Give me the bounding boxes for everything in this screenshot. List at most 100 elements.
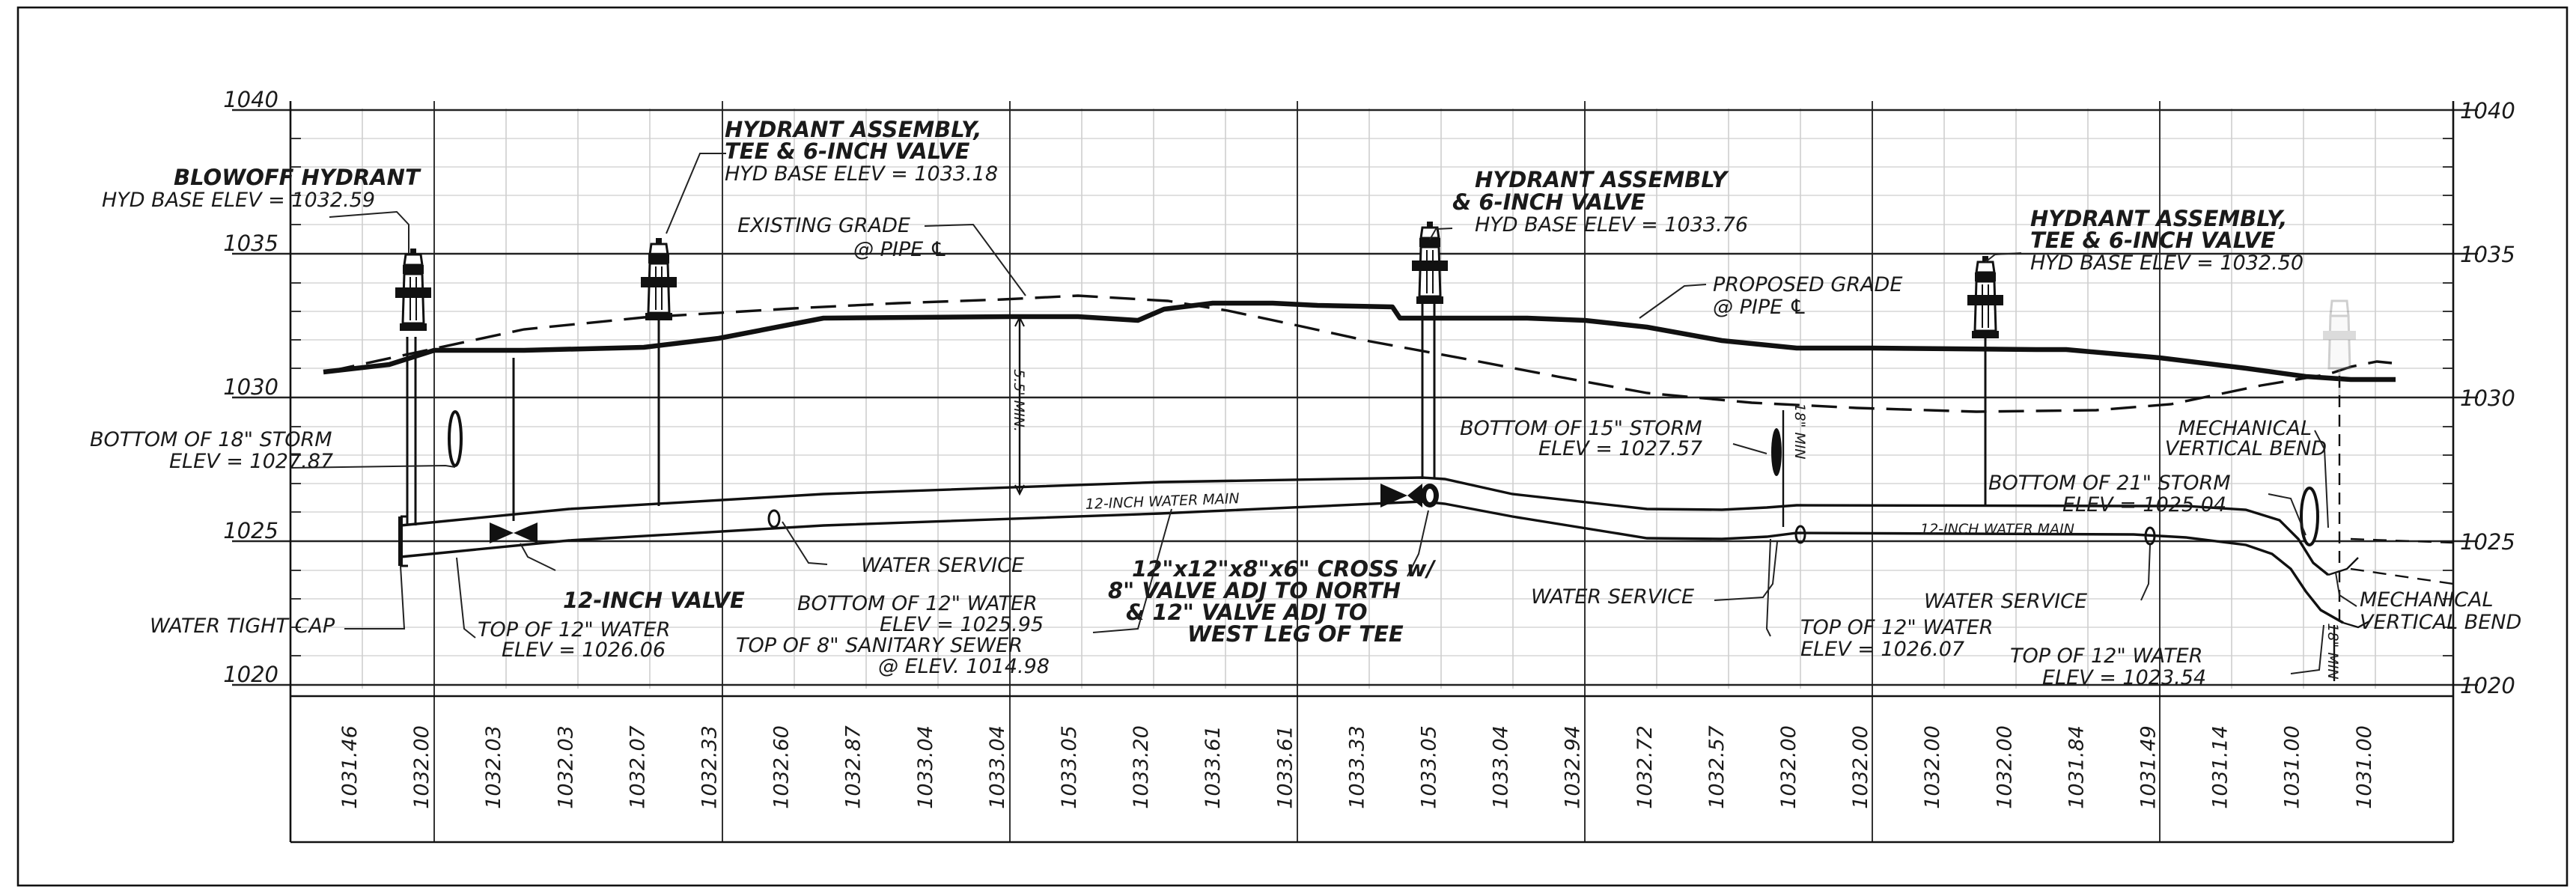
elev-label-right-1020: 1020 <box>2460 673 2515 698</box>
proposed-grade-line <box>323 300 2396 382</box>
water-main-label-1: 12-INCH WATER MAIN <box>1085 490 1240 513</box>
top-12-a-label: TOP OF 12" WATER <box>478 618 671 641</box>
elev-label-1040: 1040 <box>223 87 278 112</box>
station-grade-value: 1032.00 <box>1777 725 1800 809</box>
min-separation-dimension-2: 18" MIN <box>2324 623 2341 681</box>
station-grade-value: 1031.14 <box>2209 725 2232 809</box>
hydrant-2-title2: TEE & 6-INCH VALVE <box>725 138 970 164</box>
station-grade-value: 1032.33 <box>698 725 722 809</box>
water-service-tap-2 <box>1794 525 1806 544</box>
existing-grade-line <box>329 294 2393 413</box>
elev-label-right-1035: 1035 <box>2460 242 2515 267</box>
top-12-b-label: TOP OF 12" WATER <box>1800 616 1994 639</box>
station-grade-value: 1032.87 <box>842 725 865 809</box>
mech-bend-2-line2: VERTICAL BEND <box>2360 611 2521 634</box>
hydrant-icon-blowoff <box>395 249 431 331</box>
elev-label-right-1025: 1025 <box>2460 529 2515 555</box>
hydrant-2-elev: HYD BASE ELEV = 1033.18 <box>725 162 998 186</box>
min-separation-dimension-1: 18" MIN <box>1782 403 1808 527</box>
elev-label-1030: 1030 <box>223 374 278 400</box>
elevation-grid <box>232 101 2478 844</box>
water-tight-cap-label: WATER TIGHT CAP <box>150 615 335 638</box>
station-grade-value: 1033.20 <box>1130 725 1153 809</box>
station-grade-value: 1032.00 <box>1849 725 1872 809</box>
existing-grade-label: EXISTING GRADE <box>737 214 910 237</box>
storm-18-elev: ELEV = 1027.87 <box>169 450 333 473</box>
hydrant-icon-3 <box>1412 222 1448 304</box>
leader-lines <box>290 153 2357 674</box>
station-grade-value: 1033.61 <box>1202 725 1225 809</box>
storm-15-elev: ELEV = 1027.57 <box>1538 437 1702 460</box>
mech-bend-2-line1: MECHANICAL <box>2360 588 2494 612</box>
station-grade-value: 1031.00 <box>2353 725 2376 809</box>
vertical-grid <box>362 101 2376 842</box>
blowoff-hydrant-title: BLOWOFF HYDRANT <box>174 165 421 190</box>
valve-12-label: 12-INCH VALVE <box>563 588 745 613</box>
station-grade-value: 1033.04 <box>1490 725 1513 809</box>
water-main-pipe <box>400 476 2370 629</box>
water-service-tap-1 <box>767 509 781 528</box>
dashed-extension <box>2350 537 2454 544</box>
cross-note-line4: WEST LEG OF TEE <box>1187 621 1404 647</box>
water-service-1-label: WATER SERVICE <box>861 554 1024 577</box>
elev-label-right-1040: 1040 <box>2460 98 2515 124</box>
hydrant-4-title2: TEE & 6-INCH VALVE <box>2030 228 2276 253</box>
station-grade-value: 1032.57 <box>1705 725 1729 809</box>
storm-21-crossing <box>2300 487 2319 546</box>
min-cover-label: 5.5' MIN. <box>1011 369 1027 432</box>
top-12-a-elev: ELEV = 1026.06 <box>502 638 666 662</box>
station-grade-values: 1031.46 1032.00 1032.03 1032.03 1032.07 1032.… <box>338 725 2376 809</box>
min-cover-dimension: 5.5' MIN. <box>1011 315 1027 496</box>
min-separation-label-2: 18" MIN <box>2324 623 2341 679</box>
blowoff-hydrant-elev: HYD BASE ELEV = 1032.59 <box>102 189 375 212</box>
hydrant-2-title: HYDRANT ASSEMBLY, <box>725 117 981 142</box>
station-grade-value: 1032.03 <box>554 725 577 809</box>
station-grade-value: 1031.49 <box>2137 725 2161 809</box>
station-grade-value: 1032.00 <box>1993 725 2016 809</box>
top-12-c-label: TOP OF 12" WATER <box>2010 644 2203 668</box>
valve-icon-12-inch <box>490 522 538 543</box>
station-grade-value: 1032.60 <box>770 725 794 809</box>
station-grade-value: 1032.07 <box>626 725 649 809</box>
elev-label-1020: 1020 <box>223 662 278 687</box>
bottom-12-elev: ELEV = 1025.95 <box>880 613 1044 636</box>
annotations: BLOWOFF HYDRANT HYD BASE ELEV = 1032.59 … <box>90 117 2521 689</box>
hydrant-3-title2: & 6-INCH VALVE <box>1452 189 1645 215</box>
water-service-3-label: WATER SERVICE <box>1924 590 2087 613</box>
station-grade-value: 1032.03 <box>482 725 505 809</box>
storm-15-crossing <box>1771 428 1782 476</box>
elev-label-1025: 1025 <box>223 518 278 543</box>
station-grade-value: 1033.33 <box>1345 725 1368 809</box>
cross-note-line2: 8" VALVE ADJ TO NORTH <box>1108 578 1401 603</box>
sewer-8-label: TOP OF 8" SANITARY SEWER <box>736 634 1023 657</box>
storm-15-label: BOTTOM OF 15" STORM <box>1460 417 1702 440</box>
hydrant-icon-2 <box>641 238 677 320</box>
hydrant-4-title: HYDRANT ASSEMBLY, <box>2030 206 2287 231</box>
dashed-extension-2 <box>2350 567 2454 585</box>
station-grade-value: 1031.00 <box>2281 725 2304 809</box>
station-grade-value: 1031.46 <box>338 725 362 809</box>
hydrant-3-title: HYDRANT ASSEMBLY <box>1475 167 1729 192</box>
hydrant-3-elev: HYD BASE ELEV = 1033.76 <box>1475 213 1748 237</box>
station-grade-value: 1032.00 <box>410 725 433 809</box>
mech-bend-1-line2: VERTICAL BEND <box>2165 437 2327 460</box>
storm-18-crossing <box>448 410 463 467</box>
mech-bend-1-line1: MECHANICAL <box>2178 417 2312 440</box>
min-separation-label-1: 18" MIN <box>1791 403 1808 459</box>
station-grade-value: 1033.61 <box>1273 725 1297 809</box>
hydrant-icon-4 <box>1967 256 2003 338</box>
proposed-grade-label: PROPOSED GRADE <box>1713 273 1902 296</box>
elevation-ticks <box>290 138 2453 656</box>
water-main-label-2: 12-INCH WATER MAIN <box>1920 521 2074 537</box>
station-grade-value: 1033.04 <box>914 725 937 809</box>
elevation-labels-left: 1040 1035 1030 1025 1020 <box>223 87 278 687</box>
water-service-tap-3 <box>2144 526 2156 546</box>
station-grade-value: 1032.94 <box>1562 725 1585 809</box>
station-grade-value: 1033.04 <box>986 725 1009 809</box>
cross-valve-icon <box>1380 484 1439 508</box>
storm-21-label: BOTTOM OF 21" STORM <box>1988 472 2231 495</box>
hydrant-4-elev: HYD BASE ELEV = 1032.50 <box>2030 252 2304 275</box>
proposed-grade-at-label: @ PIPE ℄ <box>1713 296 1807 319</box>
sewer-8-elev: @ ELEV. 1014.98 <box>878 655 1050 678</box>
